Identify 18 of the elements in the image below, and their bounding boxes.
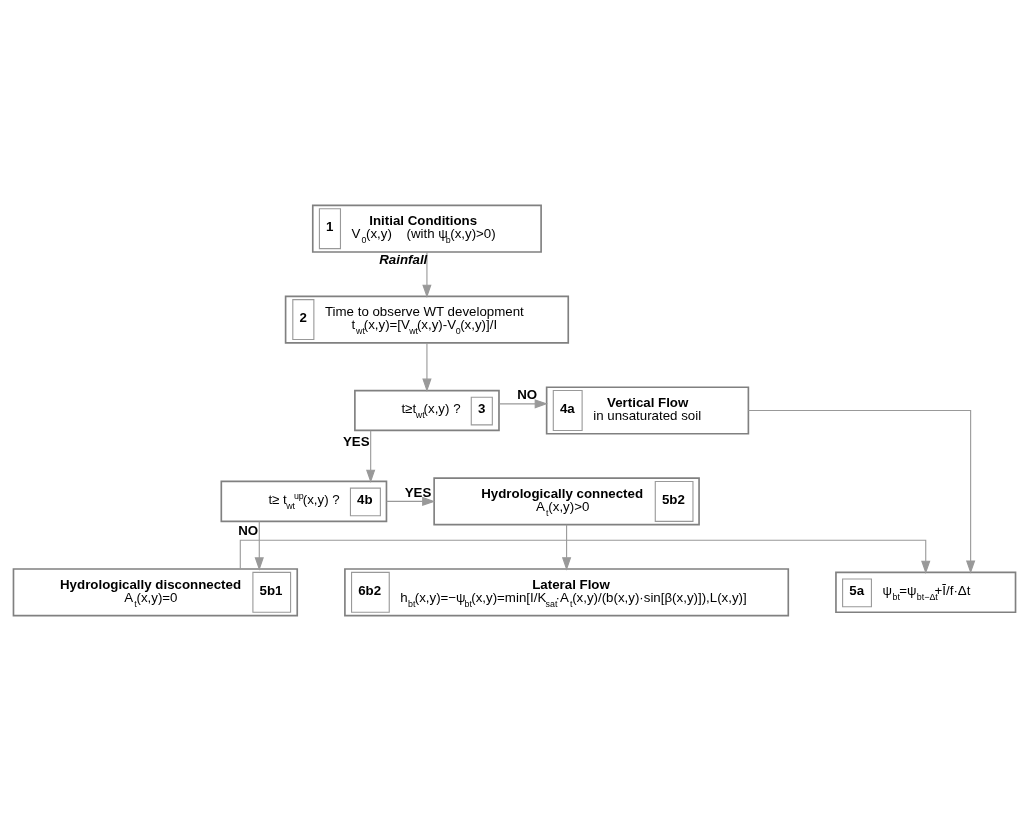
arrow [498, 398, 548, 408]
edge-label: YES [342, 433, 370, 449]
node-box: 5a ψ$_{bt}$=ψ$_{bt−Δt}$+Ī/f·Δt [835, 571, 1017, 613]
arrow [239, 539, 931, 574]
edge-label: NO [238, 522, 259, 538]
arrow [561, 523, 572, 571]
arrow [254, 520, 264, 571]
arrow [366, 429, 376, 483]
node-box: t≥t$_{wt}$(x,y) ? 3 [354, 389, 500, 431]
node-box: t≥ t$_{wt}$$^{up}$(x,y) ? 4b [220, 480, 388, 522]
arrow [422, 251, 432, 298]
edge-label: YES [404, 484, 432, 500]
arrow [386, 496, 436, 506]
arrow [747, 409, 976, 574]
edge-label: Rainfall [379, 251, 428, 267]
arrow [422, 341, 432, 392]
node-box: 4a Vertical Flow in unsaturated soil [545, 385, 750, 435]
edge-label: NO [517, 386, 538, 402]
